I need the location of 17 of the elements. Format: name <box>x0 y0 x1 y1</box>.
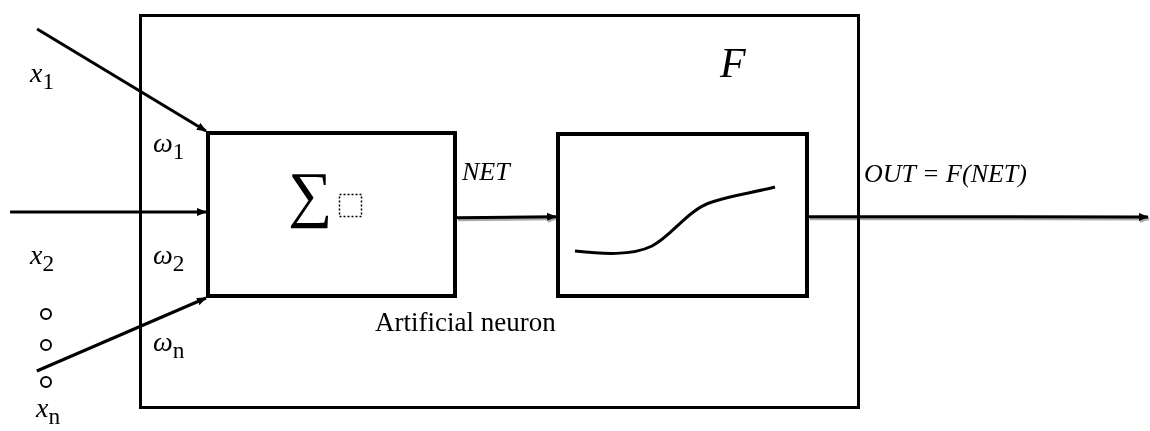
neuron-box <box>139 14 860 409</box>
activation-function-box <box>556 132 809 298</box>
weight-symbol: ω$_{1}$ <box>153 128 185 165</box>
input-symbol: x$_{1}$ <box>30 58 55 95</box>
weight-symbol: ω$_{n}$ <box>153 327 185 364</box>
function-symbol: F <box>720 40 746 87</box>
arrow <box>457 212 557 221</box>
input-symbol: x$_{2}$ <box>30 240 55 277</box>
weight-symbol: ω$_{2}$ <box>153 240 185 277</box>
arrow <box>809 213 1149 221</box>
neuron-label: Artificial neuron <box>375 308 556 338</box>
summation-symbol: ∑ <box>288 160 333 229</box>
summation-box <box>206 131 457 298</box>
arrow <box>10 208 207 216</box>
arrow <box>36 27 207 133</box>
input-symbol: x$_{n}$ <box>36 393 61 430</box>
arrow <box>36 296 207 373</box>
